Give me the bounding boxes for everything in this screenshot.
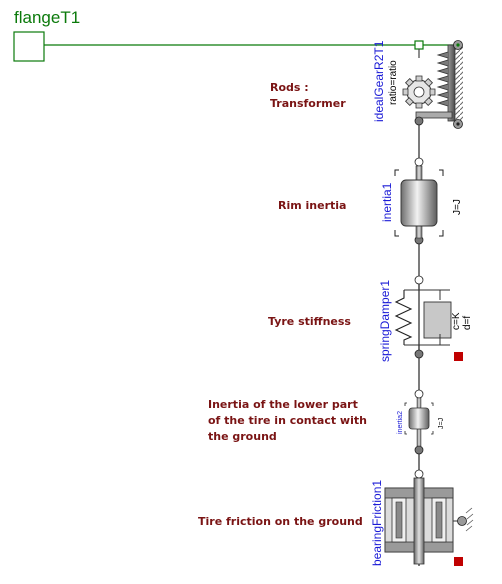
flange-label: flangeT1	[14, 8, 81, 27]
bearing-shaft	[413, 477, 425, 565]
gear-flange-port[interactable]	[414, 40, 424, 50]
annotation-tire-friction: Tire friction on the ground	[198, 515, 363, 528]
pinion-gear-icon	[402, 75, 436, 109]
spring-icon	[394, 290, 413, 345]
flange-ports	[414, 116, 424, 479]
annotation-tyre-stiffness: Tyre stiffness	[268, 315, 351, 328]
damper-icon	[423, 301, 452, 339]
rack-bar	[447, 44, 456, 122]
bearing-friction-component[interactable]	[384, 477, 474, 566]
gear-param-label: ratio=ratio	[388, 60, 399, 105]
annotation-rods: Rods : Transformer	[270, 80, 346, 112]
flange-connector[interactable]	[13, 31, 45, 62]
annotation-rim-inertia: Rim inertia	[278, 199, 347, 212]
inertia1-param-label: J=J	[452, 199, 463, 215]
bearing-heat-port[interactable]	[454, 557, 463, 566]
annotation-lower-line1: Inertia of the lower part	[208, 398, 358, 411]
inertia1-cylinder	[400, 179, 438, 227]
spring-param-d-label: d=f	[462, 315, 473, 330]
rack-teeth	[436, 51, 449, 107]
annotation-lower-inertia: Inertia of the lower part of the tire in…	[208, 397, 367, 445]
inertia2-component[interactable]	[404, 397, 434, 447]
annotation-lower-line2: of the tire in contact with	[208, 414, 367, 427]
inertia1-name-label: inertia1	[380, 182, 394, 222]
spring-damper-component[interactable]	[394, 284, 463, 361]
inertia2-cylinder	[408, 407, 430, 430]
bearing-support-port[interactable]	[457, 516, 467, 526]
spring-name-label: springDamper1	[378, 279, 392, 362]
ideal-gear-r2t-component[interactable]	[396, 40, 463, 129]
gear-name-label: idealGearR2T1	[372, 40, 386, 122]
inertia1-component[interactable]	[394, 165, 444, 239]
annotation-lower-line3: the ground	[208, 430, 277, 443]
inertia2-name-label: inertia2	[397, 411, 404, 434]
inertia2-param-label: J=J	[438, 417, 445, 429]
annotation-rods-line2: Transformer	[270, 97, 346, 110]
bearing-name-label: bearingFriction1	[370, 479, 384, 566]
annotation-rods-line1: Rods :	[270, 81, 309, 94]
spring-param-c-label: c=K	[451, 312, 462, 330]
spring-heat-port[interactable]	[454, 352, 463, 361]
